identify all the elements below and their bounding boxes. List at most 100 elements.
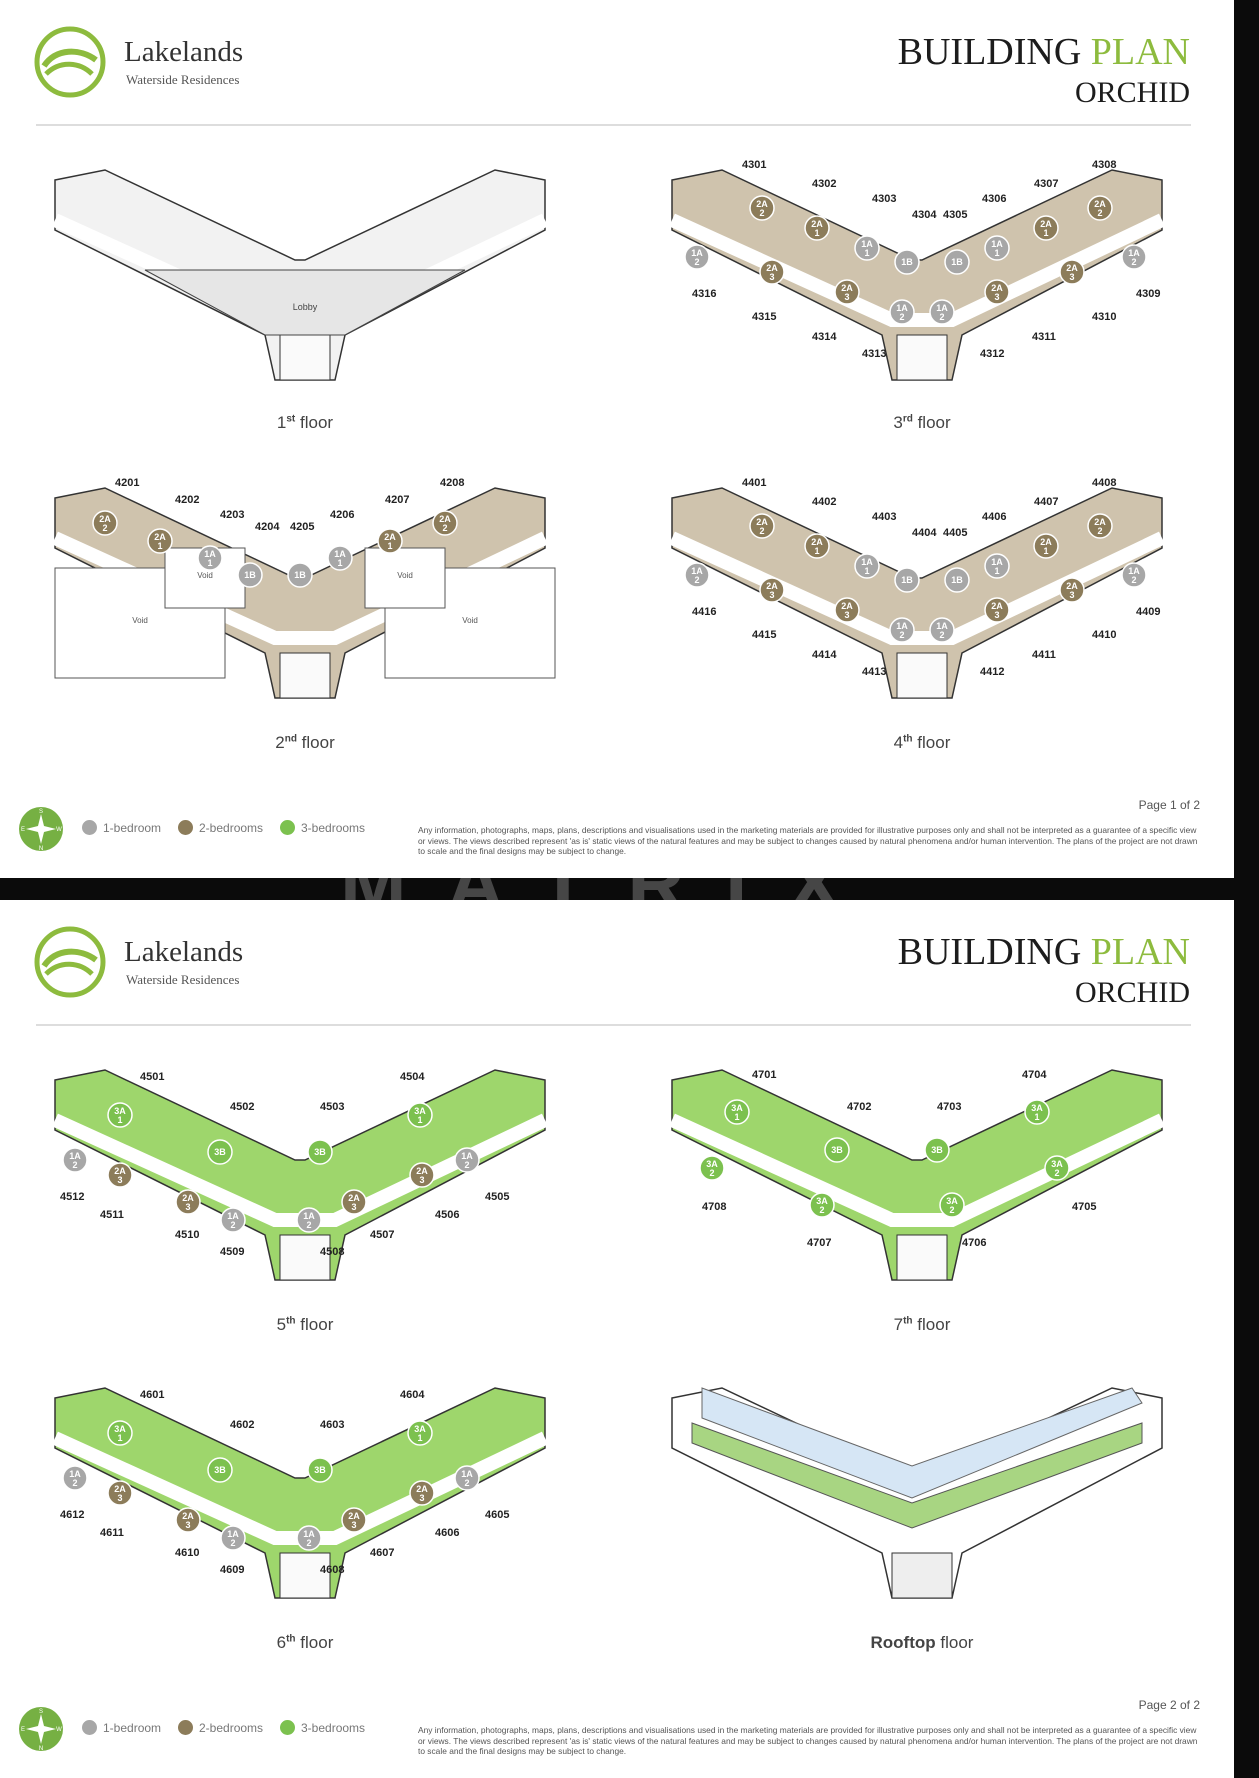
floor-label-6: 6th floor bbox=[45, 1633, 565, 1653]
unit-number: 4302 bbox=[812, 178, 836, 190]
badge-sub: 2 bbox=[949, 1205, 954, 1215]
badge-sub: 2 bbox=[819, 1205, 824, 1215]
unit-type-badge bbox=[984, 279, 1010, 305]
badge-code: 1B bbox=[951, 257, 963, 267]
legend-label: 1-bedroom bbox=[103, 1721, 162, 1735]
floor-label-4: 4th floor bbox=[662, 733, 1182, 753]
unit-number: 4308 bbox=[1092, 160, 1116, 171]
badge-code: 2A bbox=[841, 601, 853, 611]
badge-sub: 2 bbox=[230, 1220, 235, 1230]
badge-code: 3A bbox=[414, 1106, 426, 1116]
badge-sub: 1 bbox=[734, 1112, 739, 1122]
unit-number: 4611 bbox=[100, 1527, 124, 1539]
floor-suffix: rd bbox=[902, 413, 913, 425]
unit-type-badge bbox=[824, 1137, 850, 1163]
page-number: Page 1 of 2 bbox=[1138, 798, 1200, 812]
unit-number: 4204 bbox=[255, 521, 280, 533]
floor-suffix: th bbox=[286, 1633, 296, 1645]
badge-code: 1A bbox=[896, 303, 908, 313]
badge-sub: 2 bbox=[72, 1478, 77, 1488]
unit-type-badge bbox=[107, 1162, 133, 1188]
floor-label-1: 1st floor bbox=[45, 413, 565, 433]
unit-number: 4309 bbox=[1136, 288, 1160, 300]
legend-2-bedrooms: 2-bedrooms bbox=[178, 1720, 263, 1735]
badge-code: 1A bbox=[991, 557, 1003, 567]
badge-code: 2A bbox=[99, 514, 111, 524]
floor-number: 5 bbox=[276, 1315, 287, 1334]
unit-type-badge bbox=[207, 1139, 233, 1165]
floor-label-5: 5th floor bbox=[45, 1315, 565, 1335]
floor-word: floor bbox=[300, 1315, 334, 1334]
badge-sub: 1 bbox=[207, 558, 212, 568]
badge-sub: 1 bbox=[864, 566, 869, 576]
badge-code: 2A bbox=[1066, 263, 1078, 273]
badge-code: 1A bbox=[691, 248, 703, 258]
unit-type-badge bbox=[984, 235, 1010, 261]
watermark: MATRIX bbox=[340, 878, 960, 900]
compass-s: S bbox=[39, 1709, 43, 1715]
unit-type-badge bbox=[175, 1507, 201, 1533]
badge-sub: 1 bbox=[337, 558, 342, 568]
legend-label: 2-bedrooms bbox=[199, 1721, 264, 1735]
badge-code: 3A bbox=[816, 1196, 828, 1206]
unit-type-badge bbox=[307, 1457, 333, 1483]
unit-number: 4704 bbox=[1022, 1069, 1047, 1081]
unit-number: 4502 bbox=[230, 1101, 254, 1113]
unit-number: 4401 bbox=[742, 478, 766, 489]
unit-number: 4705 bbox=[1072, 1201, 1096, 1213]
badge-sub: 1 bbox=[814, 228, 819, 238]
unit-number: 4603 bbox=[320, 1419, 344, 1431]
badge-code: 2A bbox=[756, 517, 768, 527]
badge-sub: 2 bbox=[306, 1538, 311, 1548]
unit-type-badge bbox=[804, 533, 830, 559]
unit-type-badge bbox=[377, 528, 403, 554]
unit-type-badge bbox=[1087, 513, 1113, 539]
unit-type-badge bbox=[894, 249, 920, 275]
badge-code: 1A bbox=[334, 549, 346, 559]
void-label: Void bbox=[397, 571, 413, 580]
page-subtitle: ORCHID bbox=[1074, 76, 1190, 109]
badge-sub: 2 bbox=[1097, 526, 1102, 536]
unit-number: 4504 bbox=[400, 1071, 425, 1083]
badge-sub: 1 bbox=[994, 566, 999, 576]
badge-code: 1A bbox=[991, 239, 1003, 249]
floor-plan-1: Lobby bbox=[52, 169, 549, 381]
unit-number: 4506 bbox=[435, 1209, 459, 1221]
compass-s: S bbox=[39, 809, 43, 815]
badge-code: 2A bbox=[756, 199, 768, 209]
badge-code: 2A bbox=[1094, 199, 1106, 209]
unit-number: 4307 bbox=[1034, 178, 1058, 190]
floor-suffix: th bbox=[903, 1315, 913, 1327]
unit-number: 4207 bbox=[385, 494, 409, 506]
unit-type-badge bbox=[759, 577, 785, 603]
unit-type-badge bbox=[1024, 1099, 1050, 1125]
badge-sub: 2 bbox=[464, 1160, 469, 1170]
badge-code: 1A bbox=[227, 1529, 239, 1539]
badge-sub: 1 bbox=[417, 1115, 422, 1125]
floor-word: floor bbox=[300, 413, 334, 432]
unit-type-badge bbox=[147, 528, 173, 554]
unit-type-badge bbox=[1044, 1155, 1070, 1181]
badge-code: 2A bbox=[348, 1193, 360, 1203]
void-label: Void bbox=[132, 616, 148, 625]
unit-type-badge bbox=[724, 1099, 750, 1125]
badge-sub: 1 bbox=[157, 541, 162, 551]
unit-type-badge bbox=[929, 617, 955, 643]
unit-number: 4604 bbox=[400, 1389, 425, 1401]
badge-sub: 3 bbox=[1069, 590, 1074, 600]
badge-sub: 3 bbox=[994, 292, 999, 302]
page-subtitle: ORCHID bbox=[1074, 976, 1190, 1009]
unit-type-badge bbox=[454, 1147, 480, 1173]
badge-sub: 1 bbox=[1043, 228, 1048, 238]
core-stair bbox=[896, 1234, 948, 1281]
brand-name: Lakelands bbox=[124, 936, 244, 968]
floor-label-7: 7th floor bbox=[662, 1315, 1182, 1335]
header-divider bbox=[36, 1024, 1191, 1026]
core-stair bbox=[279, 1552, 331, 1599]
badge-sub: 2 bbox=[1097, 208, 1102, 218]
unit-number: 4406 bbox=[982, 511, 1006, 523]
unit-number: 4601 bbox=[140, 1389, 164, 1401]
compass-icon: S N E W bbox=[19, 807, 63, 852]
building-outline bbox=[54, 487, 546, 699]
badge-sub: 3 bbox=[994, 610, 999, 620]
